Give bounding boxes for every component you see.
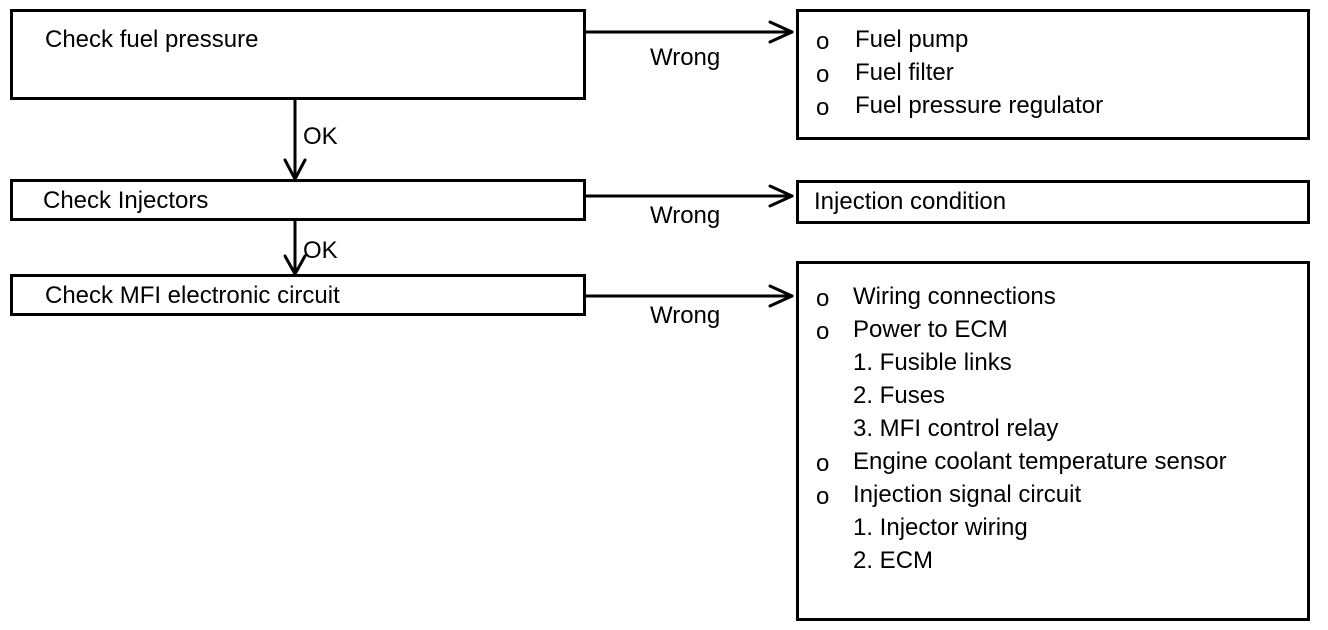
bullet-marker: o [816, 61, 830, 88]
result-item: Wiring connections [853, 283, 1056, 310]
result-injectors: Injection condition [796, 180, 1310, 224]
edge-label-ok: OK [303, 237, 338, 264]
bullet-marker: o [816, 483, 830, 510]
result-subitem: 1. Fusible links [853, 349, 1012, 376]
result-subitem: 2. Fuses [853, 382, 946, 409]
edge-label-ok: OK [303, 123, 338, 150]
result-item: Fuel filter [855, 59, 954, 86]
step-check-fuel-pressure: Check fuel pressure [10, 9, 586, 100]
wrong-arrow-1-head [768, 20, 794, 44]
result-fuel-pressure: o Fuel pump o Fuel filter o Fuel pressur… [796, 9, 1310, 140]
step-label: Check Injectors [43, 187, 209, 214]
result-mfi-circuit: o Wiring connections o Power to ECM 1. F… [796, 261, 1310, 621]
result-subitem: 2. ECM [853, 547, 934, 574]
edge-label-wrong: Wrong [650, 202, 721, 229]
result-subitem: 3. MFI control relay [853, 415, 1059, 442]
result-item: Fuel pump [855, 26, 969, 53]
bullet-marker: o [816, 450, 830, 477]
step-label: Check fuel pressure [45, 26, 259, 53]
wrong-arrow-2-head [768, 184, 794, 208]
bullet-marker: o [816, 318, 830, 345]
bullet-marker: o [816, 94, 830, 121]
result-item: Injection condition [814, 188, 1007, 215]
edge-label-wrong: Wrong [650, 302, 721, 329]
step-check-injectors: Check Injectors [10, 179, 586, 221]
step-label: Check MFI electronic circuit [45, 282, 340, 309]
bullet-marker: o [816, 28, 830, 55]
wrong-arrow-3-head [768, 284, 794, 308]
result-item: Engine coolant temperature sensor [853, 448, 1227, 475]
result-subitem: 1. Injector wiring [853, 514, 1028, 541]
edge-label-wrong: Wrong [650, 44, 721, 71]
step-check-mfi-circuit: Check MFI electronic circuit [10, 274, 586, 316]
bullet-marker: o [816, 285, 830, 312]
result-item: Fuel pressure regulator [855, 92, 1104, 119]
result-item: Injection signal circuit [853, 481, 1082, 508]
result-item: Power to ECM [853, 316, 1008, 343]
